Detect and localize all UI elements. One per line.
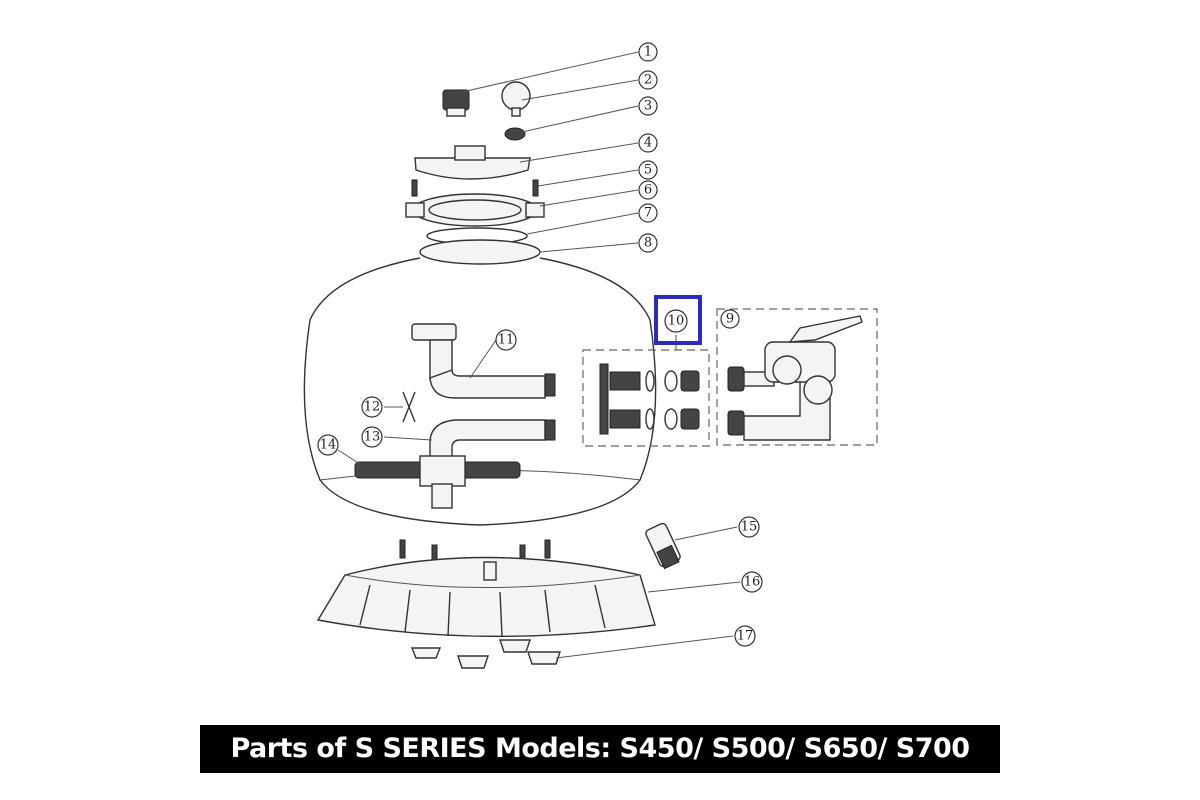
callout-12: 12	[361, 396, 383, 418]
svg-text:10: 10	[668, 314, 685, 329]
svg-text:4: 4	[644, 136, 652, 151]
callout-1: 1	[638, 42, 658, 62]
part-13-lower-pipe	[429, 419, 556, 471]
svg-text:5: 5	[644, 163, 652, 178]
callout-6: 6	[638, 180, 658, 200]
callout-8: 8	[638, 233, 658, 253]
callout-3: 3	[638, 96, 658, 116]
callout-16: 16	[741, 571, 763, 593]
svg-text:3: 3	[644, 99, 652, 114]
svg-text:11: 11	[498, 333, 515, 348]
callout-9: 9	[720, 309, 740, 329]
diagram-caption: Parts of S SERIES Models: S450/ S500/ S6…	[200, 725, 1000, 773]
callout-10-highlight-box	[654, 295, 702, 345]
callout-14: 14	[317, 434, 339, 456]
svg-text:13: 13	[364, 430, 381, 445]
callout-2: 2	[638, 70, 658, 90]
svg-text:6: 6	[644, 183, 652, 198]
part-11-upper-pipe	[411, 323, 556, 399]
part-17-feet	[410, 639, 561, 669]
svg-text:14: 14	[320, 438, 337, 453]
svg-text:7: 7	[644, 206, 652, 221]
callout-15: 15	[738, 516, 760, 538]
svg-text:1: 1	[644, 45, 652, 60]
svg-text:2: 2	[644, 73, 652, 88]
callout-10: 10	[664, 309, 688, 333]
svg-text:16: 16	[744, 575, 761, 590]
svg-text:8: 8	[644, 236, 652, 251]
part-1-pressure-gauge-cap	[442, 89, 470, 117]
part-6-clamp-ring	[405, 193, 545, 227]
part-3-gauge-adapter	[504, 127, 526, 141]
part-14-laterals-hub	[354, 455, 521, 509]
leader-lines	[337, 51, 741, 659]
part-9-multiport-valve	[716, 308, 878, 446]
callout-5: 5	[638, 160, 658, 180]
svg-text:9: 9	[726, 312, 734, 327]
svg-text:17: 17	[737, 629, 754, 644]
callout-11: 11	[495, 329, 517, 351]
part-2-pressure-gauge	[501, 81, 531, 117]
part-5-bolts	[411, 179, 539, 197]
callout-7: 7	[638, 203, 658, 223]
part-16-base	[316, 539, 656, 638]
svg-text:12: 12	[364, 400, 381, 415]
svg-text:15: 15	[741, 520, 758, 535]
part-12-lateral-clip	[402, 391, 416, 423]
part-10-bulkhead-fittings	[582, 335, 710, 447]
callout-17: 17	[734, 625, 756, 647]
part-4-tank-lid	[414, 145, 531, 180]
callout-4: 4	[638, 133, 658, 153]
callout-13: 13	[361, 426, 383, 448]
part-15-drain-plug	[645, 522, 681, 570]
